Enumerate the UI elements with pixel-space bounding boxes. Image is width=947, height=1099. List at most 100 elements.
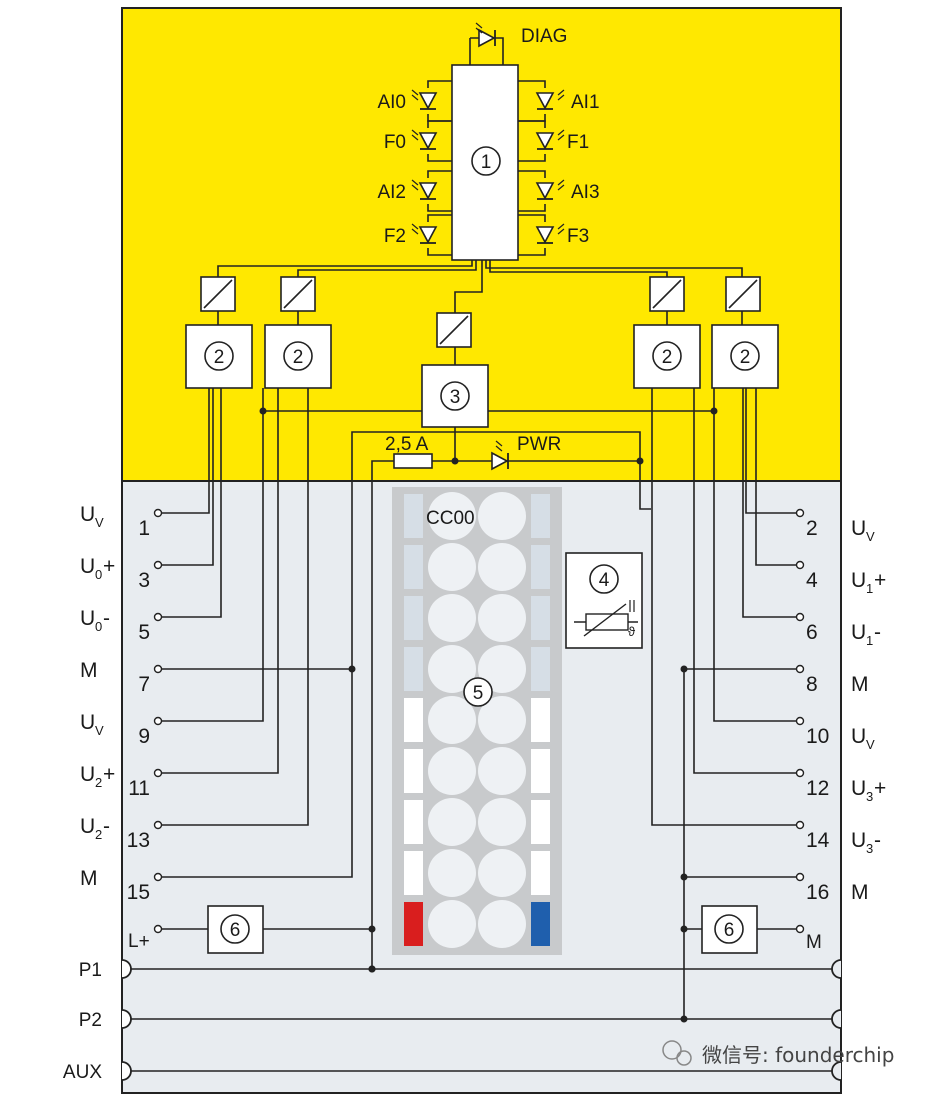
ray bbox=[411, 223, 419, 235]
led-body bbox=[418, 92, 438, 110]
isolation-diagonal bbox=[283, 279, 313, 309]
wire bbox=[371, 460, 394, 969]
ray bbox=[557, 179, 565, 191]
wire bbox=[158, 388, 222, 618]
terminal-point bbox=[795, 664, 805, 674]
led-label-pwr: PWR bbox=[517, 434, 561, 455]
terminal-spring bbox=[478, 747, 526, 795]
led-ai1 bbox=[535, 92, 555, 110]
terminal-signal-name: M bbox=[851, 881, 869, 904]
terminal-coding-pin bbox=[531, 851, 550, 895]
terminal-signal-sub: 1 bbox=[866, 581, 873, 596]
terminal-signal-sub: 3 bbox=[866, 841, 873, 856]
terminal-number: 3 bbox=[138, 569, 150, 592]
terminal-signal-name: U bbox=[851, 517, 866, 540]
supply-label-m: M bbox=[806, 932, 822, 953]
callout-circle-5 bbox=[463, 677, 493, 707]
terminal-number: 7 bbox=[138, 673, 150, 696]
terminal-coding-pin bbox=[404, 749, 423, 793]
led-body bbox=[478, 28, 496, 48]
wire bbox=[518, 170, 546, 212]
wire bbox=[518, 120, 546, 162]
wire bbox=[455, 431, 641, 461]
wire bbox=[158, 388, 309, 826]
terminal-signal-name: U bbox=[851, 621, 866, 644]
supply-filter-left bbox=[207, 905, 264, 954]
fuse-label: 2,5 A bbox=[385, 434, 429, 455]
terminal-point bbox=[795, 508, 805, 518]
terminal-spring bbox=[428, 645, 476, 693]
terminal-spring bbox=[478, 696, 526, 744]
bus-label-p2: P2 bbox=[79, 1010, 102, 1031]
terminal-spring bbox=[428, 492, 476, 540]
watermark-text: 微信号: founderchip bbox=[702, 1043, 894, 1067]
led-ai3 bbox=[535, 182, 555, 200]
led-f1 bbox=[535, 132, 555, 150]
wire bbox=[158, 431, 455, 878]
terminal-signal-sub: V bbox=[866, 737, 875, 752]
terminal-signal-suffix: - bbox=[874, 829, 881, 852]
callout-circle-6 bbox=[220, 914, 250, 944]
terminal-signal-suffix: - bbox=[103, 607, 110, 630]
terminal-signal-sub: 0 bbox=[95, 567, 102, 582]
junction-dot bbox=[348, 665, 356, 673]
ray bbox=[557, 223, 565, 235]
terminal-signal-suffix: - bbox=[103, 815, 110, 838]
led-body bbox=[418, 132, 438, 150]
terminal-coding-pin bbox=[531, 596, 550, 640]
terminal-number: 4 bbox=[806, 569, 818, 592]
wire bbox=[427, 170, 452, 212]
callout-circle-6 bbox=[714, 914, 744, 944]
led-light-rays bbox=[411, 89, 419, 101]
terminal-point bbox=[795, 560, 805, 570]
led-label-diag: DIAG bbox=[521, 26, 567, 47]
terminal-point bbox=[153, 612, 163, 622]
terminal-signal-name: U bbox=[80, 763, 95, 786]
isolation-diagonal bbox=[203, 279, 233, 309]
led-light-rays bbox=[475, 22, 483, 34]
terminal-signal-name: M bbox=[80, 867, 98, 890]
bus-connector-left-p2 bbox=[121, 1009, 132, 1029]
led-ai2 bbox=[418, 182, 438, 200]
bus-connector-left-p1 bbox=[121, 959, 132, 979]
terminal-coding-pin bbox=[404, 647, 423, 691]
terminal-point bbox=[795, 924, 805, 934]
terminal-coding-pin bbox=[531, 494, 550, 538]
callout-number-1: 1 bbox=[481, 152, 492, 173]
terminal-signal-suffix: + bbox=[103, 555, 115, 578]
terminal-spring bbox=[428, 747, 476, 795]
callout-circle-2 bbox=[730, 341, 760, 371]
led-light-rays bbox=[557, 89, 565, 101]
terminal-spring bbox=[428, 696, 476, 744]
ray bbox=[557, 129, 565, 141]
terminal-spring bbox=[428, 543, 476, 591]
terminal-number: 9 bbox=[138, 725, 150, 748]
left-terminal-15: M15 bbox=[80, 867, 150, 904]
led-ai0 bbox=[418, 92, 438, 110]
color-code-label: CC00 bbox=[426, 508, 475, 529]
terminal-signal-suffix: + bbox=[874, 777, 886, 800]
wire bbox=[745, 388, 800, 514]
terminal-block bbox=[392, 487, 562, 955]
led-label-f1: F1 bbox=[567, 132, 589, 153]
terminal-number: 6 bbox=[806, 621, 818, 644]
terminal-signal-name: U bbox=[80, 711, 95, 734]
led-body bbox=[535, 226, 555, 244]
terminal-coding-pin bbox=[404, 545, 423, 589]
callout-number-6: 6 bbox=[230, 920, 241, 941]
led-f3 bbox=[535, 226, 555, 244]
callout-number-2: 2 bbox=[662, 347, 673, 368]
terminal-signal-sub: V bbox=[866, 529, 875, 544]
terminal-point bbox=[153, 508, 163, 518]
terminal-signal-name: U bbox=[80, 607, 95, 630]
wire bbox=[485, 260, 743, 277]
bus-connector-left-aux bbox=[121, 1061, 132, 1081]
thermistor-slope bbox=[583, 603, 627, 637]
wire bbox=[158, 388, 279, 774]
bus-connector-right-aux bbox=[831, 1061, 842, 1081]
